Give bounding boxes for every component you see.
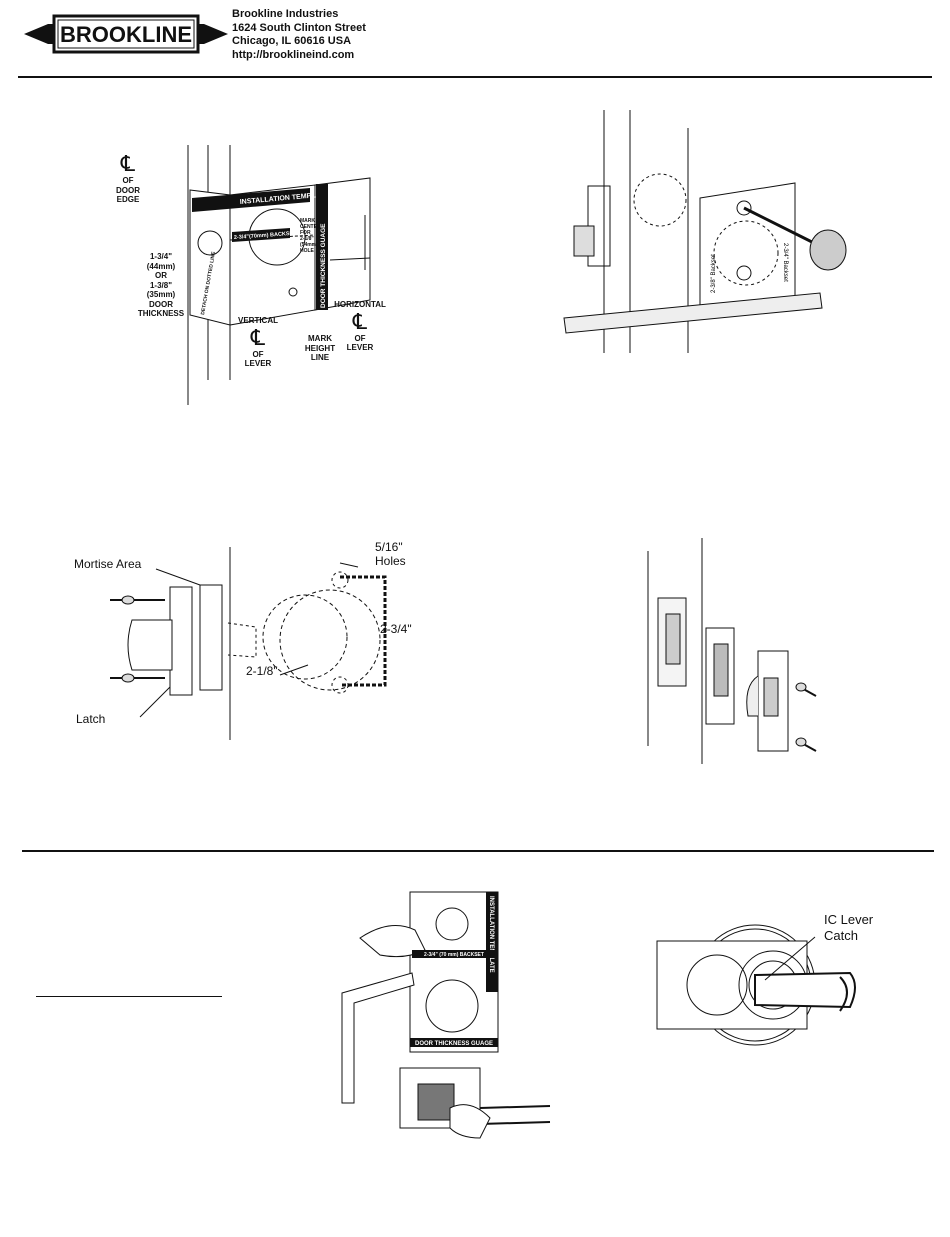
mark-height-2: LINE xyxy=(310,353,330,362)
website-link[interactable]: http://brooklineind.com xyxy=(232,48,355,61)
vertical-of: OF xyxy=(252,349,264,359)
reversal-template-title: INSTALLATION TEMPLATE xyxy=(488,896,494,973)
mark-height-label: MARK HEIGHT LINE xyxy=(300,334,340,363)
cl-symbol-3: ℄ xyxy=(352,308,368,334)
mortise-area-label: Mortise Area xyxy=(74,557,142,571)
thickness-6: THICKNESS xyxy=(137,309,185,318)
mark-center-4: (54mm) xyxy=(300,242,318,248)
logo-text: BROOKLINE xyxy=(60,22,192,47)
ic-catch-drawing xyxy=(656,924,856,1046)
mark-center-5: HOLE xyxy=(300,248,315,254)
mark-center-2: FOR xyxy=(300,230,311,236)
reversal-template-backset: 2-3/4" (70 mm) BACKSET xyxy=(424,952,484,958)
backset-b: 2-3/4" Backset xyxy=(782,243,788,282)
thickness-4: (35mm) xyxy=(146,290,176,299)
mark-center-3: 2-1/8" xyxy=(300,236,314,242)
thickness-1: (44mm) xyxy=(146,261,176,271)
door-edge-label-0: OF xyxy=(122,176,134,185)
template-drawing: INSTALLATION TEMPLATE 2-3/4"(70mm) BACKS… xyxy=(187,145,371,405)
holes-label: 5/16" Holes xyxy=(375,540,406,568)
holes-text: Holes xyxy=(375,554,406,568)
vertical-lever: LEVER xyxy=(244,359,272,368)
mark-center-1: CENTER xyxy=(300,224,321,230)
cl-symbol-1: ℄ xyxy=(120,151,136,176)
cl-door-edge: ℄ OF DOOR EDGE xyxy=(108,152,148,205)
thickness-0: 1-3/4" xyxy=(149,252,173,261)
template-gauge: DOOR THICKNESS GUAGE xyxy=(320,223,327,308)
diameter-label: 2-1/8" xyxy=(246,664,278,678)
door-thickness-label: 1-3/4" (44mm) OR 1-3/8" (35mm) DOOR THIC… xyxy=(136,252,186,319)
latch-drawing xyxy=(110,547,387,740)
backset-a: 2-3/8" Backset xyxy=(711,254,717,293)
vertical-label: VERTICAL xyxy=(238,316,278,325)
reversal-drawing: INSTALLATION TEMPLATE 2-3/4" (70 mm) BAC… xyxy=(341,891,551,1139)
section-divider xyxy=(22,850,934,852)
holes-size: 5/16" xyxy=(375,540,403,554)
strike-drawing xyxy=(647,538,817,764)
horizontal-lever-label: HORIZONTAL ℄ OF LEVER xyxy=(330,300,390,353)
vertical-lever-label: VERTICAL ℄ OF LEVER xyxy=(236,316,280,369)
ic-catch-label-1: IC Lever xyxy=(824,912,874,927)
cl-symbol-2: ℄ xyxy=(250,324,266,350)
latch-label: Latch xyxy=(76,712,106,726)
address-street: 1624 South Clinton Street xyxy=(232,21,366,34)
header-divider xyxy=(18,76,932,78)
spacing-label: 2-3/4" xyxy=(380,622,412,636)
horizontal-lever: LEVER xyxy=(346,343,374,352)
company-info: Brookline Industries 1624 South Clinton … xyxy=(232,8,366,62)
mark-height-1: HEIGHT xyxy=(304,343,336,353)
reversal-template-gauge: DOOR THICKNESS GUAGE xyxy=(415,1041,493,1047)
drill-drawing: 2-3/8" Backset 2-3/4" Backset xyxy=(563,110,847,353)
ic-catch-label-2: Catch xyxy=(824,928,858,943)
mark-center-0: MARK xyxy=(300,218,315,224)
door-edge-label-2: EDGE xyxy=(116,195,140,204)
horizontal-label: HORIZONTAL xyxy=(334,300,386,309)
company-name: Brookline Industries xyxy=(232,8,339,20)
mark-height-0: MARK xyxy=(308,334,332,343)
thickness-3: 1-3/8" xyxy=(149,280,173,290)
blank-underline xyxy=(36,996,222,997)
horizontal-of: OF xyxy=(354,333,366,343)
template-backset: 2-3/4"(70mm) BACKSET xyxy=(234,231,298,241)
address-city: Chicago, IL 60616 USA xyxy=(232,35,352,47)
thickness-5: DOOR xyxy=(149,299,173,309)
door-edge-label-1: DOOR xyxy=(116,185,140,195)
brookline-logo: BROOKLINE xyxy=(24,14,228,54)
thickness-2: OR xyxy=(155,271,167,280)
ic-catch-label: IC Lever Catch xyxy=(824,912,873,944)
